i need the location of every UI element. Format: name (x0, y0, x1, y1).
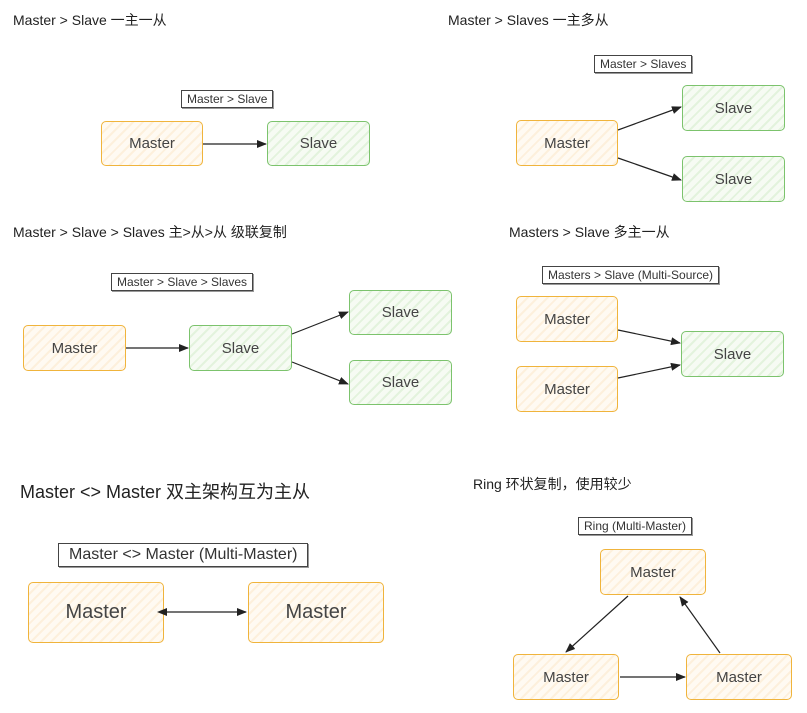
arrow (617, 106, 682, 131)
slave-node: Slave (682, 85, 785, 131)
master-node: Master (513, 654, 619, 700)
arrow (565, 595, 629, 653)
slave-node: Slave (681, 331, 784, 377)
master-node: Master (28, 582, 164, 643)
master-node: Master (516, 296, 618, 342)
heading-one-to-many: Master > Slaves 一主多从 (448, 12, 609, 28)
heading-one-to-one: Master > Slave 一主一从 (13, 12, 167, 28)
master-node: Master (516, 120, 618, 166)
heading-ring: Ring 环状复制，使用较少 (473, 476, 632, 492)
tag-many-to-one: Masters > Slave (Multi-Source) (542, 266, 720, 284)
slave-node: Slave (189, 325, 292, 371)
tag-one-to-one: Master > Slave (181, 90, 274, 108)
slave-node: Slave (682, 156, 785, 202)
slave-node: Slave (267, 121, 370, 166)
heading-dual-master: Master <> Master 双主架构互为主从 (20, 482, 311, 502)
master-node: Master (516, 366, 618, 412)
master-node: Master (248, 582, 384, 643)
arrow (617, 362, 681, 379)
slave-node: Slave (349, 360, 452, 405)
arrow (291, 311, 349, 335)
heading-cascade: Master > Slave > Slaves 主>从>从 级联复制 (13, 224, 287, 240)
tag-cascade: Master > Slave > Slaves (111, 273, 254, 291)
arrow (617, 329, 681, 346)
heading-many-to-one: Masters > Slave 多主一从 (509, 224, 670, 240)
master-node: Master (600, 549, 706, 595)
master-node: Master (23, 325, 126, 371)
arrow (679, 596, 721, 654)
tag-dual-master: Master <> Master (Multi-Master) (58, 543, 309, 567)
arrow (617, 157, 682, 181)
slave-node: Slave (349, 290, 452, 335)
arrow (291, 361, 349, 385)
master-node: Master (101, 121, 203, 166)
tag-ring: Ring (Multi-Master) (578, 517, 693, 535)
tag-one-to-many: Master > Slaves (594, 55, 693, 73)
master-node: Master (686, 654, 792, 700)
